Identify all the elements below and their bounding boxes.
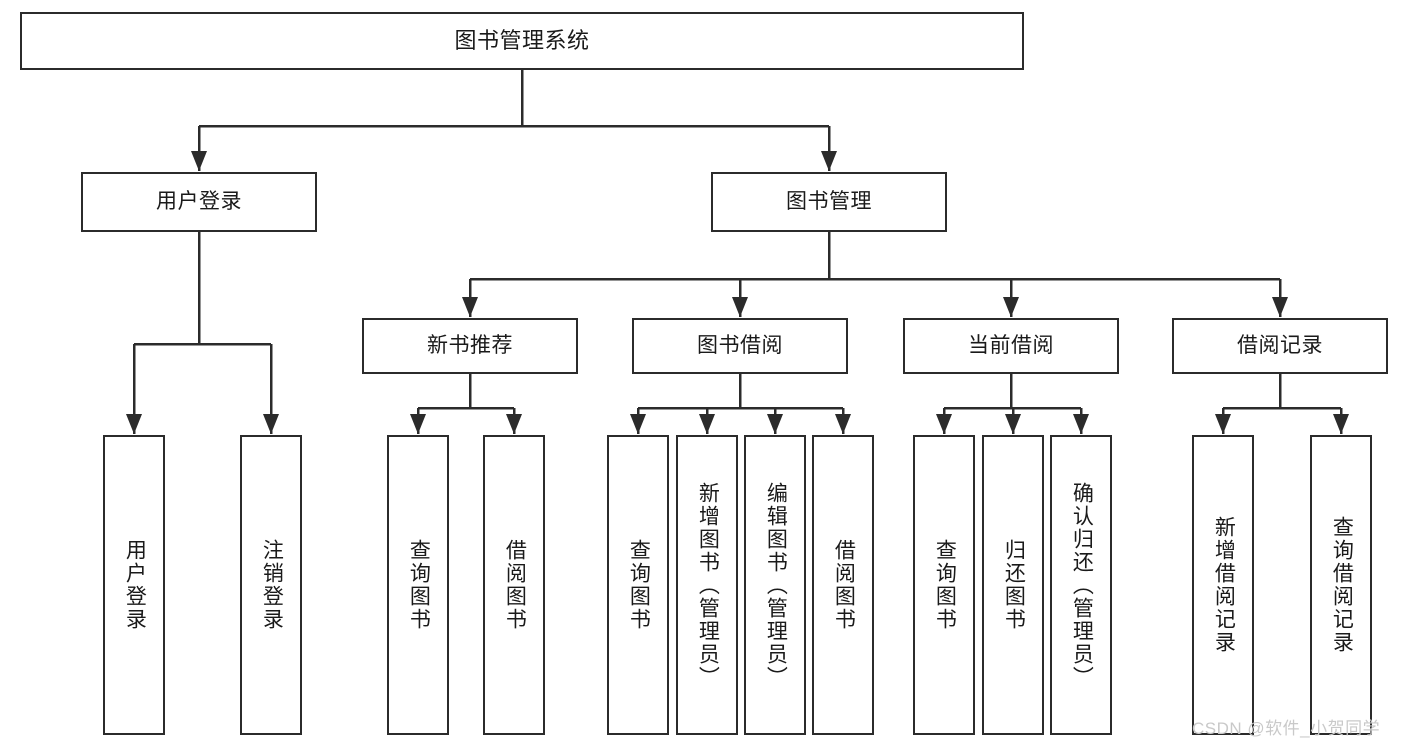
node-login[interactable]: 用户登录 xyxy=(81,172,317,232)
node-label: 图书管理系统 xyxy=(454,28,590,54)
node-label: 当前借阅 xyxy=(968,333,1054,357)
node-label: 查询图书 xyxy=(627,539,651,631)
node-leaf-rc-query[interactable]: 查询借阅记录 xyxy=(1310,435,1372,735)
node-label: 归还图书 xyxy=(1002,539,1026,631)
node-label: 新书推荐 xyxy=(427,333,513,357)
node-label: 借阅图书 xyxy=(832,539,856,631)
node-label: 注销登录 xyxy=(260,539,284,631)
connector-arrowhead xyxy=(1215,414,1231,434)
connector-arrowhead xyxy=(1003,297,1019,317)
connector-arrowhead xyxy=(767,414,783,434)
node-label: 借阅记录 xyxy=(1237,333,1323,357)
connector-arrowhead xyxy=(732,297,748,317)
node-newbooks[interactable]: 新书推荐 xyxy=(362,318,578,374)
connector-arrowhead xyxy=(1005,414,1021,434)
connector-arrowhead xyxy=(630,414,646,434)
node-label: 用户登录 xyxy=(123,539,147,631)
node-leaf-nb-borrow[interactable]: 借阅图书 xyxy=(483,435,545,735)
node-borrow[interactable]: 图书借阅 xyxy=(632,318,848,374)
connector-arrowhead xyxy=(835,414,851,434)
node-label: 编辑图书（管理员） xyxy=(764,481,788,689)
connector-arrowhead xyxy=(191,151,207,171)
node-label: 新增借阅记录 xyxy=(1212,516,1236,654)
connector-arrowhead xyxy=(126,414,142,434)
connector-arrowhead xyxy=(936,414,952,434)
node-leaf-user-login[interactable]: 用户登录 xyxy=(103,435,165,735)
node-leaf-bk-add[interactable]: 新增图书（管理员） xyxy=(676,435,738,735)
node-label: 借阅图书 xyxy=(503,539,527,631)
node-label: 查询借阅记录 xyxy=(1330,516,1354,654)
connector-arrowhead xyxy=(1333,414,1349,434)
node-leaf-bk-query[interactable]: 查询图书 xyxy=(607,435,669,735)
node-leaf-nb-query[interactable]: 查询图书 xyxy=(387,435,449,735)
connector-arrowhead xyxy=(1073,414,1089,434)
node-label: 查询图书 xyxy=(407,539,431,631)
node-label: 查询图书 xyxy=(933,539,957,631)
node-bookmgmt[interactable]: 图书管理 xyxy=(711,172,947,232)
node-leaf-cu-return[interactable]: 归还图书 xyxy=(982,435,1044,735)
node-root[interactable]: 图书管理系统 xyxy=(20,12,1024,70)
node-label: 确认归还（管理员） xyxy=(1070,481,1094,689)
node-leaf-user-logout[interactable]: 注销登录 xyxy=(240,435,302,735)
node-leaf-rc-add[interactable]: 新增借阅记录 xyxy=(1192,435,1254,735)
node-label: 新增图书（管理员） xyxy=(696,481,720,689)
node-leaf-bk-borrow[interactable]: 借阅图书 xyxy=(812,435,874,735)
connector-arrowhead xyxy=(410,414,426,434)
connector-arrowhead xyxy=(506,414,522,434)
node-leaf-cu-confirm[interactable]: 确认归还（管理员） xyxy=(1050,435,1112,735)
watermark-text: CSDN @软件_小贺同学 xyxy=(1192,719,1381,738)
node-label: 图书管理 xyxy=(786,189,872,213)
connector-arrowhead xyxy=(1272,297,1288,317)
connector-arrowhead xyxy=(263,414,279,434)
node-leaf-cu-query[interactable]: 查询图书 xyxy=(913,435,975,735)
connector-arrowhead xyxy=(462,297,478,317)
node-label: 用户登录 xyxy=(156,189,242,213)
node-label: 图书借阅 xyxy=(697,333,783,357)
node-current[interactable]: 当前借阅 xyxy=(903,318,1119,374)
connector-arrowhead xyxy=(699,414,715,434)
connector-arrowhead xyxy=(821,151,837,171)
node-records[interactable]: 借阅记录 xyxy=(1172,318,1388,374)
node-leaf-bk-edit[interactable]: 编辑图书（管理员） xyxy=(744,435,806,735)
